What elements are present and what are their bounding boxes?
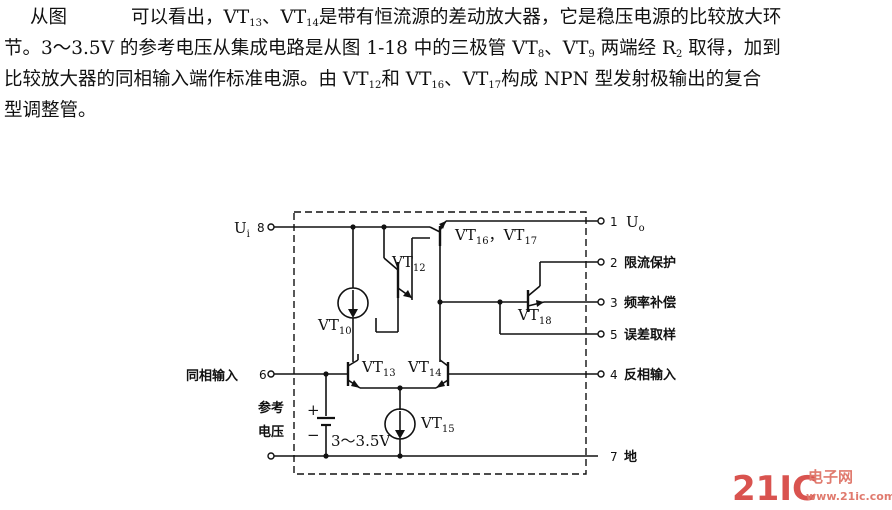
subscript: 8 bbox=[537, 49, 545, 60]
terminal-pin-1 bbox=[597, 217, 605, 225]
vt13-emitter-arrow bbox=[351, 380, 360, 388]
label-noninv-input: 同相输入 bbox=[186, 368, 238, 384]
watermark-logo: 21IC 电子网 www.21ic.com bbox=[732, 468, 892, 509]
subscript: 16 bbox=[431, 80, 445, 91]
vt15-arrow-head bbox=[395, 430, 405, 439]
label-ref-line2: 电压 bbox=[258, 424, 284, 440]
ic-boundary bbox=[293, 211, 587, 475]
terminal-pin-7 bbox=[267, 452, 275, 460]
pin-number: 4 bbox=[610, 368, 618, 382]
label-vt10: VT10 bbox=[317, 316, 352, 337]
watermark-brand: 21IC bbox=[732, 469, 817, 509]
pin-number: 5 bbox=[610, 328, 618, 342]
pin-label: 限流保护 bbox=[624, 255, 676, 271]
text-run: 是带有恒流源的差动放大器，它是稳压电源的比较放大环 bbox=[318, 7, 782, 28]
pin-number: 7 bbox=[610, 450, 618, 464]
text-run: 可以看出，VT bbox=[131, 7, 250, 28]
paragraph-line-2: 节。3～3.5V 的参考电压从集成电路是从图 1-18 中的三极管 VT8、VT… bbox=[4, 33, 888, 64]
subscript: 13 bbox=[249, 18, 262, 29]
text-run: 型调整管。 bbox=[4, 100, 97, 121]
watermark-site: www.21ic.com bbox=[806, 490, 892, 503]
terminal-pin-6 bbox=[267, 370, 275, 378]
text-run: 构成 NPN 型发射极输出的复合 bbox=[501, 69, 762, 90]
label-vt12: VT12 bbox=[391, 253, 426, 274]
vt14-collector bbox=[439, 359, 449, 367]
junction-dot bbox=[397, 385, 403, 391]
junction-dot bbox=[323, 453, 329, 459]
subscript: 14 bbox=[306, 18, 319, 29]
paragraph-line-4: 型调整管。 bbox=[4, 95, 888, 126]
label-plus: + bbox=[307, 401, 320, 419]
pin-label: 频率补偿 bbox=[624, 295, 676, 311]
label-ref-value: 3～3.5V bbox=[331, 432, 391, 450]
pin-label: 误差取样 bbox=[624, 327, 676, 343]
paragraph-line-3: 比较放大器的同相输入端作标准电源。由 VT12和 VT16、VT17构成 NPN… bbox=[4, 64, 888, 95]
label-ref-line1: 参考 bbox=[258, 400, 284, 416]
pin-number: 6 bbox=[259, 368, 267, 382]
terminal-pin-3 bbox=[597, 298, 605, 306]
vt14-emitter-arrow bbox=[436, 380, 445, 388]
text-run: 从图 bbox=[30, 7, 68, 28]
pin-number: 2 bbox=[610, 256, 618, 270]
vt18-emitter-arrow bbox=[536, 300, 544, 307]
label-ui: Ui bbox=[234, 219, 250, 240]
pin-number: 8 bbox=[257, 221, 265, 235]
subscript: 12 bbox=[368, 80, 382, 91]
terminal-pin-4 bbox=[597, 370, 605, 378]
text-run: 、VT bbox=[444, 69, 489, 90]
terminal-pin-2 bbox=[597, 258, 605, 266]
pin-label: 反相输入 bbox=[624, 367, 676, 383]
description-paragraph: 从图可以看出，VT13、VT14是带有恒流源的差动放大器，它是稳压电源的比较放大… bbox=[4, 2, 888, 126]
vt16-collector bbox=[429, 226, 441, 233]
terminal-pin-8 bbox=[267, 223, 275, 231]
subscript: 9 bbox=[588, 49, 595, 60]
junction-dot bbox=[323, 371, 329, 377]
junction-dot bbox=[381, 224, 387, 230]
junction-dot bbox=[397, 453, 403, 459]
label-uo: Uo bbox=[626, 213, 645, 234]
text-run: 比较放大器的同相输入端作标准电源。由 VT bbox=[4, 69, 369, 90]
vt18-collector bbox=[527, 285, 541, 297]
label-minus: − bbox=[307, 426, 320, 444]
junction-dot bbox=[497, 299, 503, 305]
text-run: 节。3～3.5V 的参考电压从集成电路是从图 1-18 中的三极管 VT bbox=[4, 38, 538, 59]
pin-label: 地 bbox=[624, 449, 637, 465]
label-vt18: VT18 bbox=[517, 306, 552, 327]
vt10-arrow-head bbox=[348, 309, 358, 318]
pin-number: 1 bbox=[610, 215, 618, 229]
subscript: 2 bbox=[676, 49, 683, 60]
label-vt13: VT13 bbox=[361, 358, 396, 379]
vt13-collector bbox=[347, 359, 359, 367]
text-run: 、VT bbox=[261, 7, 307, 28]
vt12-collector bbox=[383, 257, 399, 271]
text-run: 两端经 R bbox=[594, 38, 676, 59]
pin-number: 3 bbox=[610, 296, 618, 310]
text-run: 、VT bbox=[544, 38, 589, 59]
text-run: 和 VT bbox=[381, 69, 432, 90]
junction-dot bbox=[350, 224, 356, 230]
terminal-pin-5 bbox=[597, 330, 605, 338]
watermark-cn: 电子网 bbox=[808, 468, 853, 486]
paragraph-line-1: 从图 可以看出，VT13、VT14是带有恒流源的差动放大器，它是稳压电源的比较放大… bbox=[4, 2, 888, 33]
subscript: 17 bbox=[488, 80, 502, 91]
label-vt16-vt17: VT16，VT17 bbox=[454, 226, 537, 247]
label-vt15: VT15 bbox=[420, 414, 455, 435]
junction-dot bbox=[437, 299, 443, 305]
text-run: 取得，加到 bbox=[682, 38, 781, 59]
vt16-emitter-arrow bbox=[439, 221, 446, 229]
label-vt14: VT14 bbox=[407, 358, 442, 379]
vt12-emitter-arrow bbox=[403, 290, 412, 298]
